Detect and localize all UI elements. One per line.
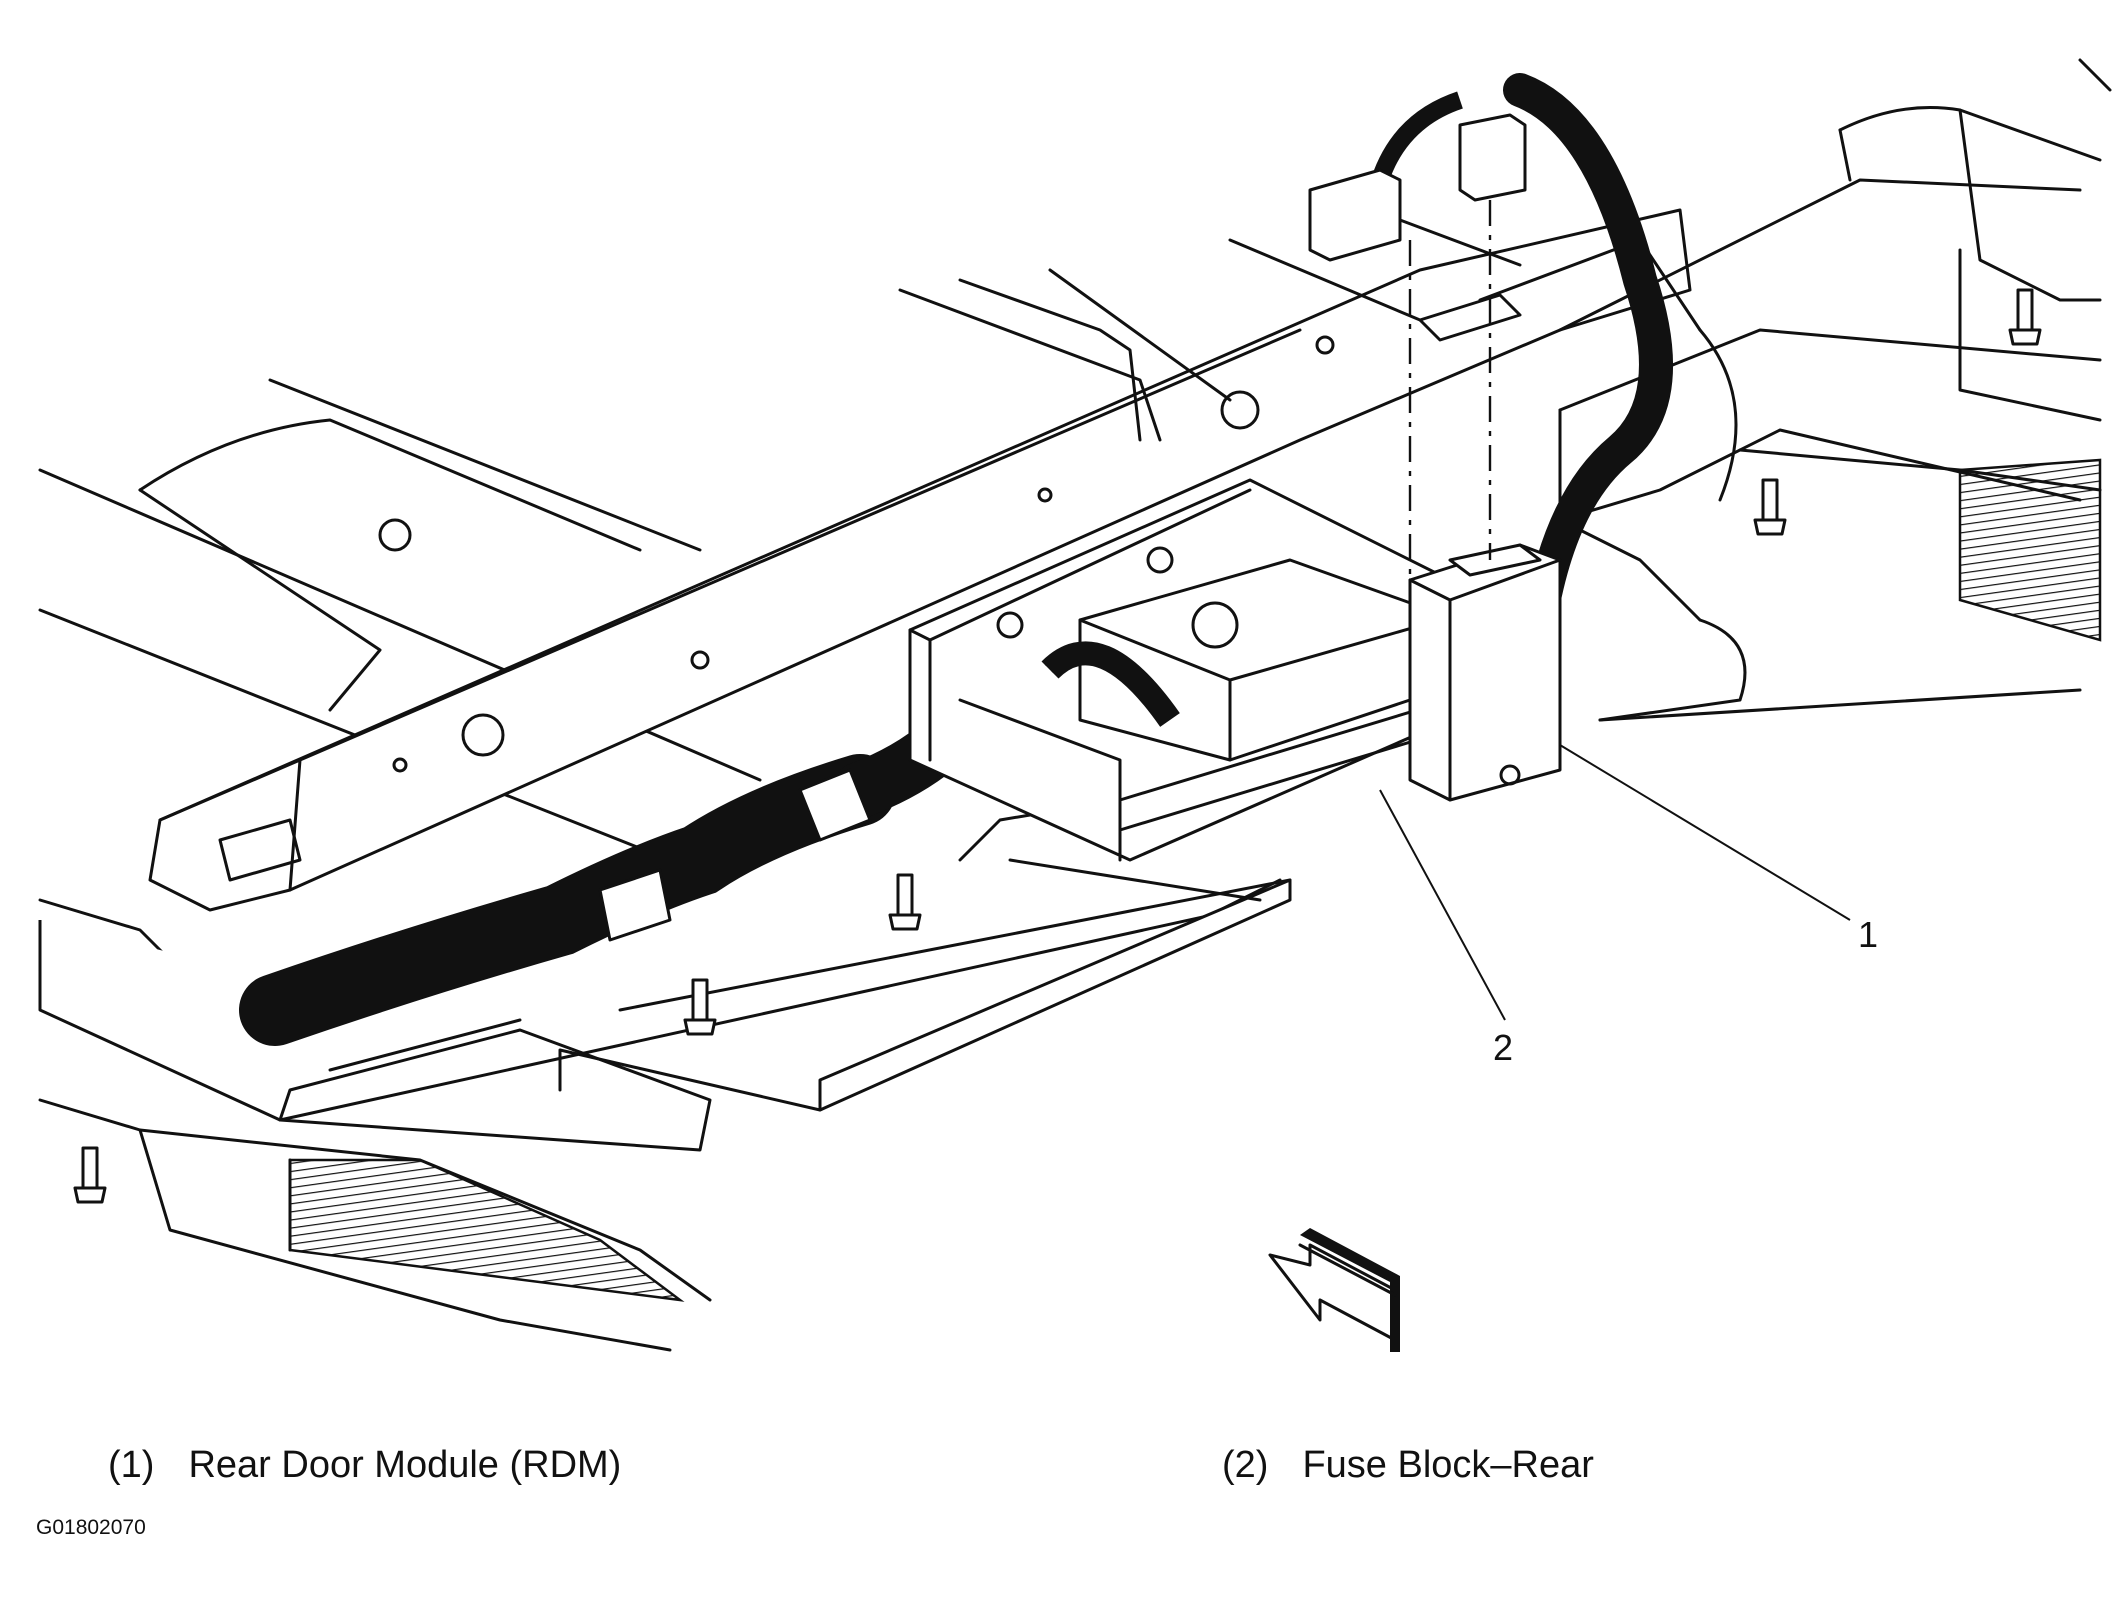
stud-icon <box>2008 288 2042 346</box>
vehicle-floor-structure <box>38 58 2112 1352</box>
component-location-diagram: 1 2 <box>38 58 2112 1352</box>
callout-2: 2 <box>1379 789 1513 1068</box>
figure-id: G01802070 <box>36 1516 146 1539</box>
legend-item-rear-door-module: (1) Rear Door Module (RDM) <box>108 1444 621 1487</box>
legend-label: Rear Door Module (RDM) <box>188 1444 622 1486</box>
stud-icon <box>888 873 922 931</box>
front-direction-arrow-icon <box>1268 1228 1400 1352</box>
mounting-studs <box>73 288 2042 1204</box>
legend-item-fuse-block-rear: (2) Fuse Block–Rear <box>1222 1444 1594 1487</box>
legend-label: Fuse Block–Rear <box>1302 1444 1594 1486</box>
legend-number: (1) <box>108 1444 155 1486</box>
callout-1: 1 <box>1559 744 1878 955</box>
stud-icon <box>73 1146 107 1204</box>
legend-number: (2) <box>1222 1444 1269 1486</box>
stud-icon <box>1753 478 1787 536</box>
harness-connectors <box>1308 113 1527 590</box>
callout-number-1: 1 <box>1858 914 1878 955</box>
rear-fuse-block <box>908 478 1452 862</box>
callout-number-2: 2 <box>1493 1027 1513 1068</box>
stud-icon <box>683 978 717 1036</box>
rear-door-module <box>1408 543 1562 802</box>
